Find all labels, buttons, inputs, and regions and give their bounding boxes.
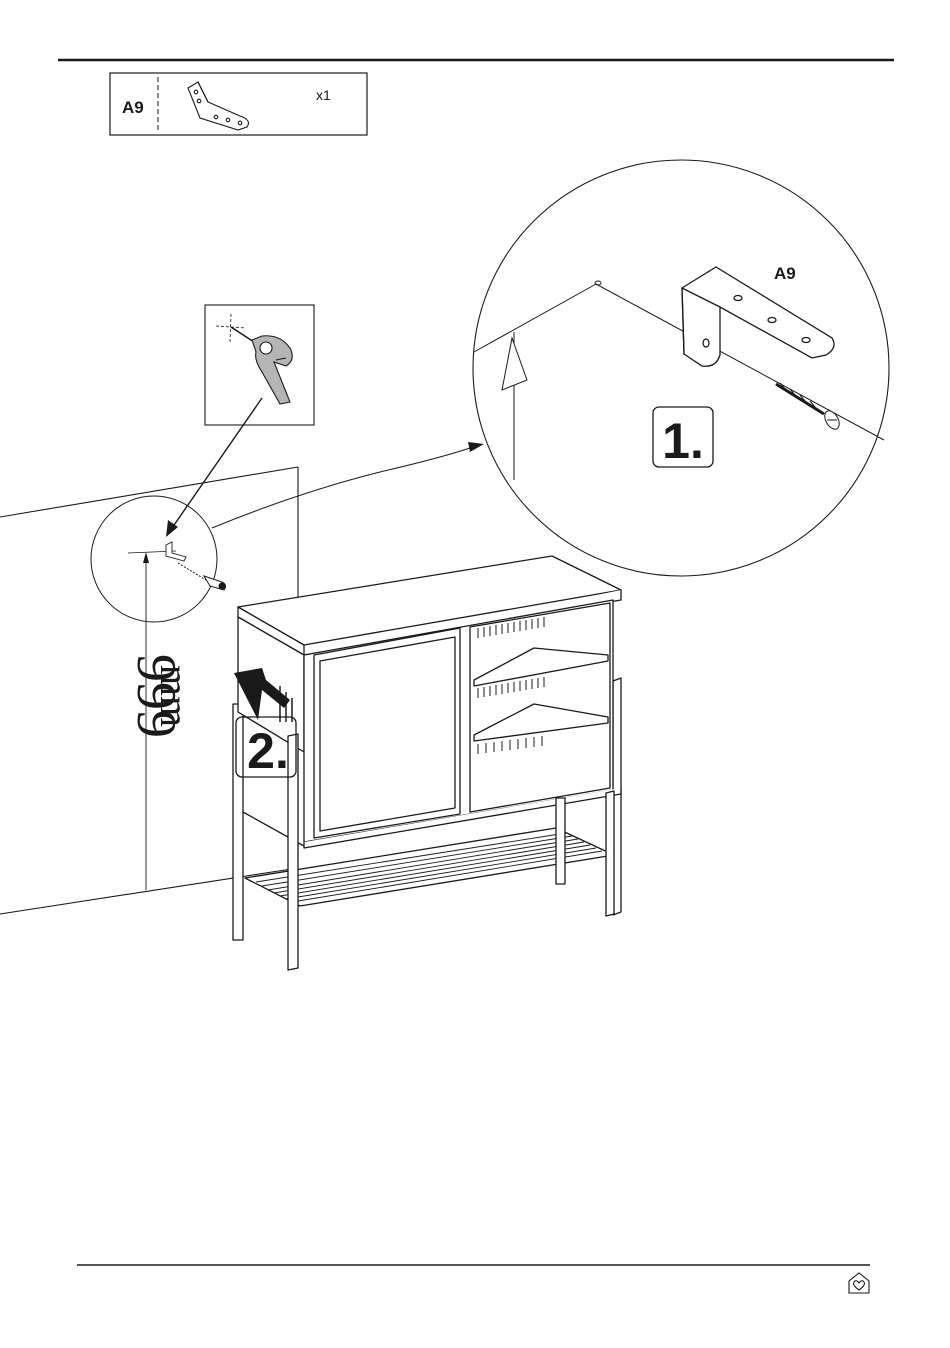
front-right-leg [606,791,614,916]
detail-part-label: A9 [774,264,796,283]
sideboard-cabinet [233,556,621,970]
screw-icon [178,563,226,590]
detail-circle: A9 1. [473,160,889,576]
wall-detail-circle [91,496,226,622]
parts-box-part-label: A9 [122,98,144,117]
drill-inset [205,305,314,425]
parts-box: A9 x1 [110,73,367,135]
parts-box-quantity: x1 [316,87,331,103]
height-unit: mm [152,665,197,727]
step-1-label: 1. [662,413,704,469]
bracket-icon [166,542,186,561]
step-2-label: 2. [247,723,289,779]
house-heart-icon [849,1273,869,1293]
zoom-connector [212,442,484,528]
